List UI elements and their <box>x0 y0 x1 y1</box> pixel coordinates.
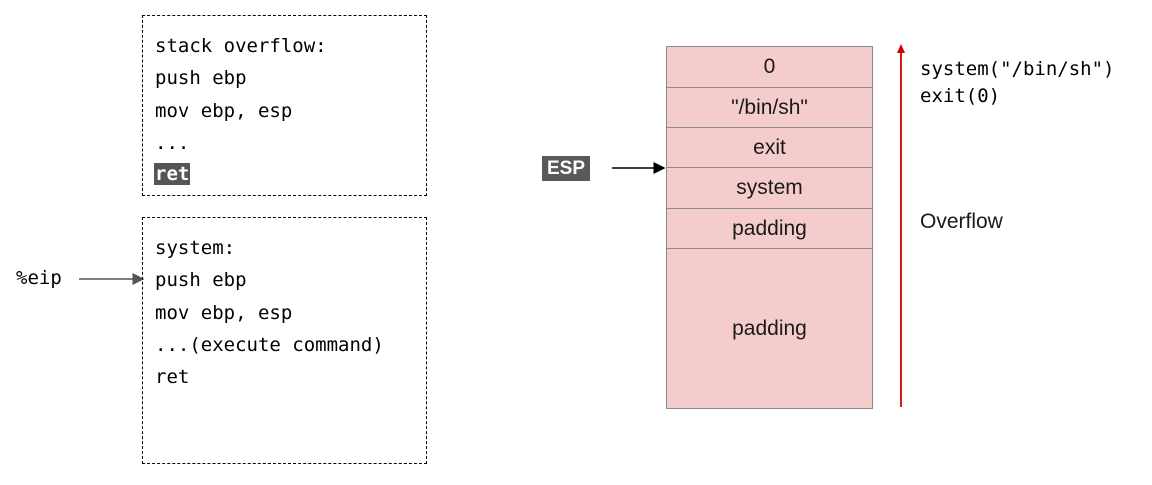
esp-label: ESP <box>542 156 590 181</box>
code-line: system: <box>155 237 236 259</box>
code-line: ...(execute command) <box>155 334 384 356</box>
ret-instruction-highlighted: ret <box>154 163 191 185</box>
overflow-label: Overflow <box>920 210 1003 233</box>
code-line: ret <box>155 366 190 388</box>
stack-cell: exit <box>667 128 872 168</box>
eip-label: %eip <box>16 267 62 289</box>
system-code-box: system: push ebp mov ebp, esp ...(execut… <box>142 217 427 464</box>
code-line: mov ebp, esp <box>155 302 293 324</box>
stack-cell: "/bin/sh" <box>667 88 872 128</box>
code-line: stack overflow: <box>155 35 327 57</box>
stack-cell: system <box>667 168 872 209</box>
stack-frame: 0 "/bin/sh" exit system padding padding <box>666 46 873 409</box>
code-line: ... <box>155 132 190 154</box>
stack-overflow-code-box: stack overflow: push ebp mov ebp, esp ..… <box>142 15 427 196</box>
stack-cell: padding <box>732 316 807 340</box>
stack-cell: padding <box>667 209 872 249</box>
code-line: push ebp <box>155 269 247 291</box>
code-line: push ebp <box>155 67 247 89</box>
payload-line: system("/bin/sh") <box>920 58 1115 80</box>
overflow-arrow-head <box>897 44 905 53</box>
ret-highlight: ret <box>154 162 191 186</box>
code-line: mov ebp, esp <box>155 100 293 122</box>
stack-cell: 0 <box>667 47 872 88</box>
payload-line: exit(0) <box>920 85 1001 107</box>
